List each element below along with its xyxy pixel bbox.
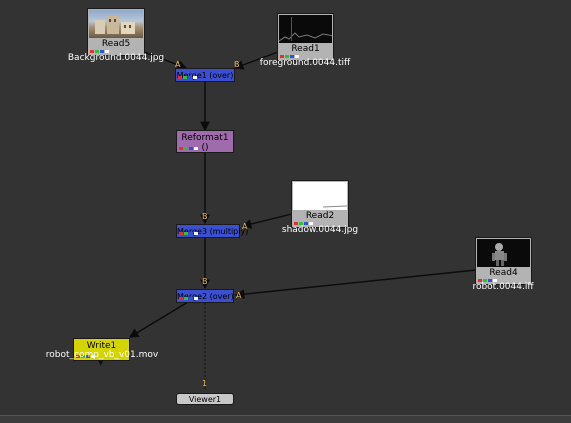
blue-channel-indicator (304, 222, 308, 225)
red-channel-indicator (179, 297, 183, 300)
merge2-title: Merge2 (over) (177, 292, 234, 301)
write1-output-arrow-icon: ▼ (98, 359, 104, 367)
merge1-input-b-label[interactable]: B (234, 60, 240, 69)
bottom-scrollbar[interactable] (0, 415, 571, 423)
viewer1-input-label[interactable]: 1 (202, 379, 208, 388)
merge2-node[interactable]: Merge2 (over) (176, 289, 234, 303)
wire-read1-merge1[interactable] (233, 51, 279, 70)
merge1-title: Merge1 (over) (176, 71, 234, 80)
green-channel-indicator (184, 297, 188, 300)
alpha-channel-indicator (295, 55, 299, 58)
blue-channel-indicator (290, 55, 294, 58)
alpha-channel-indicator (193, 76, 197, 79)
merge2-input-a-label[interactable]: A (236, 291, 242, 300)
read2-thumbnail (293, 182, 347, 210)
read1-filename: foreground.0044.tiff (259, 58, 351, 68)
blue-channel-indicator (488, 279, 492, 282)
green-channel-indicator (183, 76, 187, 79)
reformat1-title: Reformat1 (181, 133, 229, 143)
read1-thumbnail (279, 15, 332, 43)
robot-thumbnail-art (492, 243, 507, 266)
green-channel-indicator (299, 222, 303, 225)
red-channel-indicator (179, 232, 183, 235)
write1-node[interactable]: Write1 (73, 338, 130, 361)
wire-read5-merge1[interactable] (143, 51, 188, 70)
reformat1-node[interactable]: Reformat1 () (176, 130, 234, 153)
read2-node[interactable]: Read2 (291, 180, 349, 228)
reformat1-subtitle: () (201, 143, 209, 153)
merge2-input-b-label[interactable]: B (202, 277, 208, 286)
green-channel-indicator (95, 50, 99, 53)
blue-channel-indicator (86, 355, 90, 358)
read5-node[interactable]: Read5 (87, 8, 145, 56)
merge1-input-a-label[interactable]: A (175, 60, 181, 69)
write1-title: Write1 (86, 341, 117, 351)
green-channel-indicator (184, 147, 188, 150)
blue-channel-indicator (189, 232, 193, 235)
red-channel-indicator (280, 55, 284, 58)
read4-thumbnail (477, 239, 530, 267)
read1-title: Read1 (291, 44, 320, 54)
green-channel-indicator (184, 232, 188, 235)
green-channel-indicator (81, 355, 85, 358)
write1-filename: robot_comp_vb_v01.mov (45, 350, 159, 360)
foreground-thumbnail-art (279, 17, 332, 42)
red-channel-indicator (179, 147, 183, 150)
read1-node[interactable]: Read1 (277, 13, 334, 61)
alpha-channel-indicator (91, 355, 95, 358)
merge1-node[interactable]: Merge1 (over) (175, 68, 235, 82)
blue-channel-indicator (188, 76, 192, 79)
merge3-title: Merge3 (multiply) (177, 227, 249, 236)
wire-merge2-write1[interactable] (128, 301, 189, 338)
read4-node[interactable]: Read4 (475, 237, 532, 285)
merge3-input-a-label[interactable]: A (242, 222, 248, 231)
alpha-channel-indicator (194, 297, 198, 300)
read2-title: Read2 (305, 211, 335, 221)
alpha-channel-indicator (194, 147, 198, 150)
green-channel-indicator (483, 279, 487, 282)
read5-filename: Background.0044.jpg (67, 53, 165, 63)
viewer1-title: Viewer1 (188, 395, 222, 404)
red-channel-indicator (90, 50, 94, 53)
alpha-channel-indicator (309, 222, 313, 225)
read2-filename: shadow.0044.jpg (281, 225, 359, 235)
read4-filename: robot.0044.iff (472, 282, 534, 292)
green-channel-indicator (285, 55, 289, 58)
wire-read2-merge3[interactable] (241, 213, 293, 229)
merge3-input-b-label[interactable]: B (202, 212, 208, 221)
red-channel-indicator (478, 279, 482, 282)
red-channel-indicator (294, 222, 298, 225)
viewer1-node[interactable]: Viewer1 (176, 393, 234, 405)
read4-title: Read4 (489, 268, 518, 278)
alpha-channel-indicator (493, 279, 497, 282)
blue-channel-indicator (100, 50, 104, 53)
alpha-channel-indicator (194, 232, 198, 235)
building-thumbnail-art (95, 16, 135, 34)
wire-read4-merge2[interactable] (234, 269, 477, 300)
read5-thumbnail (89, 10, 143, 38)
alpha-channel-indicator (105, 50, 109, 53)
shadow-thumbnail-art (322, 205, 347, 208)
blue-channel-indicator (189, 147, 193, 150)
read5-title: Read5 (101, 39, 131, 49)
merge3-node[interactable]: Merge3 (multiply) (176, 224, 249, 238)
blue-channel-indicator (189, 297, 193, 300)
red-channel-indicator (178, 76, 182, 79)
red-channel-indicator (76, 355, 80, 358)
